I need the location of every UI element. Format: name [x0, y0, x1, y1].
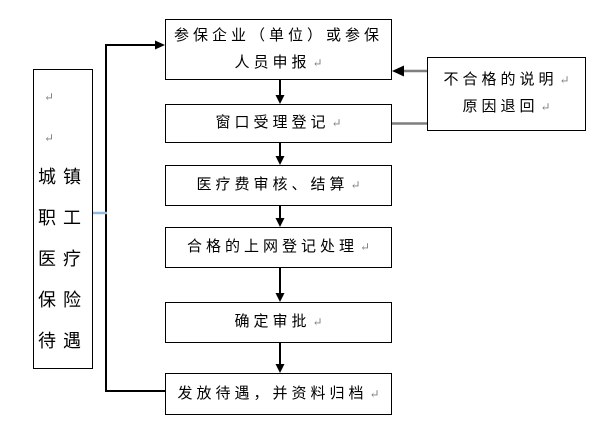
paragraph-mark-icon: ↵ [369, 386, 380, 401]
side-note-box-return-reason: 不合格的说明↵ 原因退回↵ [427, 57, 586, 131]
step-text: 窗口受理登记↵ [215, 115, 342, 131]
down-arrowhead-1 [275, 95, 285, 104]
paragraph-mark-icon: ↵ [559, 73, 570, 87]
note-text: 原因退回↵ [462, 99, 551, 115]
left-category-box: ↵ ↵ 城镇 职工 医疗 保险 待遇 [33, 69, 93, 369]
left-label-line: 保险 [38, 290, 88, 310]
empty-paragraph-line: ↵ [34, 75, 92, 116]
left-label-line: 医疗 [38, 249, 88, 269]
paragraph-mark-icon: ↵ [350, 178, 361, 192]
paragraph-mark-icon: ↵ [44, 131, 55, 145]
step-box-window-registration: 窗口受理登记↵ [165, 104, 392, 143]
step-box-approval: 确定审批↵ [165, 302, 392, 343]
down-arrowhead-2 [275, 156, 285, 165]
step-box-fee-review: 医疗费审核、结算↵ [165, 165, 392, 206]
paragraph-mark-icon: ↵ [44, 90, 55, 104]
down-arrowhead-4 [275, 293, 285, 302]
bracket-line [105, 44, 165, 392]
left-label-line: 职工 [38, 208, 88, 228]
note-text: 不合格的说明↵ [443, 72, 570, 88]
step-box-online-registration: 合格的上网登记处理↵ [165, 227, 392, 268]
step-text: 参保企业（单位）或参保 [173, 27, 383, 44]
paragraph-mark-icon: ↵ [312, 55, 323, 70]
down-arrowhead-3 [275, 218, 285, 227]
step-text: 医疗费审核、结算↵ [196, 177, 361, 193]
down-arrowhead-5 [275, 364, 285, 373]
step-box-declare: 参保企业（单位）或参保 人员申报↵ [165, 19, 392, 80]
left-label-line: 待遇 [38, 331, 88, 351]
step-text: 人员申报↵ [234, 54, 323, 71]
step-box-disburse-archive: 发放待遇，并资料归档↵ [165, 373, 392, 415]
bracket-arrowhead [155, 40, 165, 50]
step-text: 确定审批↵ [234, 314, 323, 330]
step-text: 合格的上网登记处理↵ [186, 239, 371, 255]
step-text: 发放待遇，并资料归档↵ [177, 385, 380, 402]
paragraph-mark-icon: ↵ [540, 100, 551, 114]
paragraph-mark-icon: ↵ [331, 116, 342, 130]
paragraph-mark-icon: ↵ [359, 240, 371, 254]
left-label-line: 城镇 [38, 167, 88, 187]
return-arrowhead [392, 65, 404, 77]
empty-paragraph-line: ↵ [34, 116, 92, 157]
paragraph-mark-icon: ↵ [312, 315, 323, 329]
